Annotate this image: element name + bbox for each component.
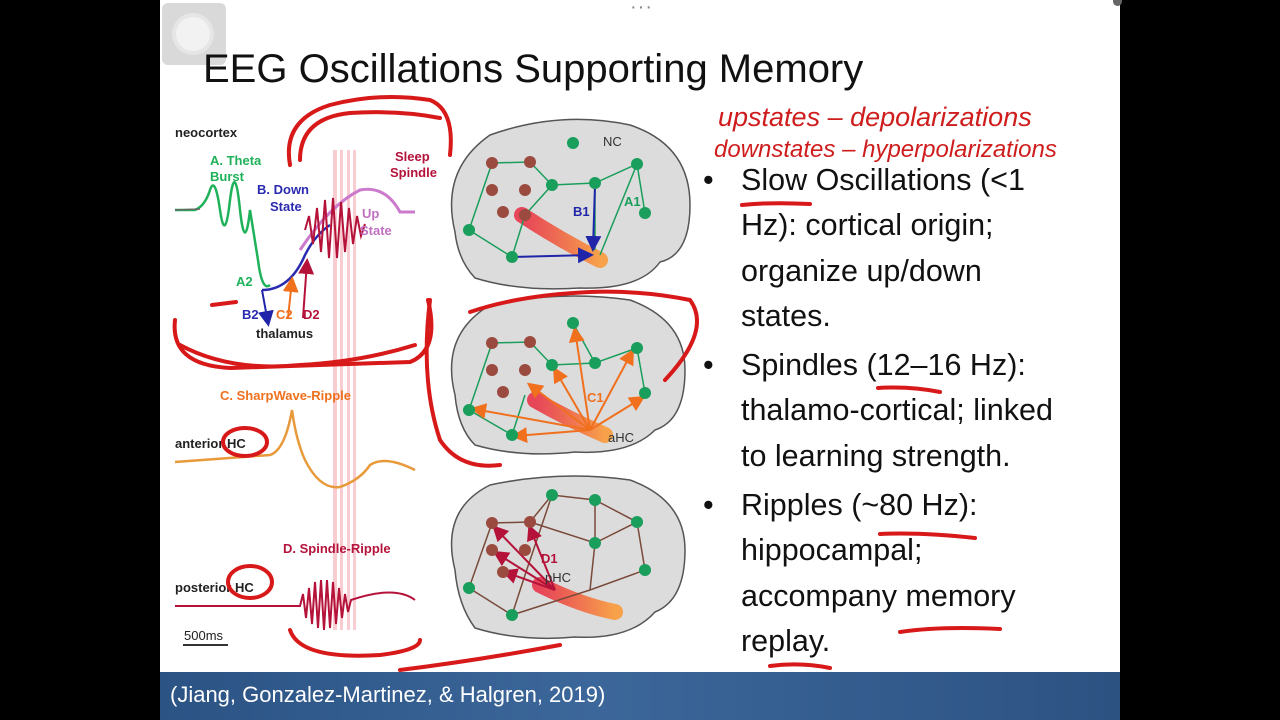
up-state-trace: [298, 187, 415, 251]
label-phc: pHC: [545, 570, 571, 585]
label-swr: C. SharpWave-Ripple: [220, 388, 351, 403]
label-anterior: anterior HC: [175, 436, 246, 451]
label-d2: D2: [303, 307, 320, 322]
label-a1: A1: [624, 194, 641, 209]
label-spindle-ripple: D. Spindle-Ripple: [283, 541, 391, 556]
label-sleep-a: Sleep: [395, 149, 430, 164]
label-b2: B2: [242, 307, 259, 322]
label-d1: D1: [541, 551, 558, 566]
circle-icon: [176, 17, 210, 51]
label-a2: A2: [236, 274, 253, 289]
citation: (Jiang, Gonzalez-Martinez, & Halgren, 20…: [170, 682, 606, 707]
label-c2: C2: [276, 307, 293, 322]
more-options-icon[interactable]: ···: [630, 0, 653, 18]
bullet-slow-oscillations: • Slow Oscillations (<1 Hz): cortical or…: [703, 158, 1123, 339]
label-neocortex: neocortex: [175, 125, 238, 140]
bullet-list: • Slow Oscillations (<1 Hz): cortical or…: [703, 158, 1123, 668]
label-b1: B1: [573, 204, 590, 219]
label-down-a: B. Down: [257, 182, 309, 197]
bullet-dot: •: [703, 163, 714, 197]
label-nc: NC: [603, 134, 622, 149]
footer-bar: [160, 672, 1120, 720]
timing-bands: [333, 150, 356, 630]
bullet-spindles: • Spindles (12–16 Hz): thalamo-cortical;…: [703, 343, 1123, 479]
handwritten-note-1: upstates – depolarizations: [718, 102, 1032, 132]
label-up-a: Up: [362, 206, 379, 221]
label-theta-b: Burst: [210, 169, 245, 184]
spindle-trace: [304, 197, 366, 259]
brain-panel-3: D1 pHC: [450, 475, 686, 640]
slide-title: EEG Oscillations Supporting Memory: [203, 47, 864, 91]
bullet-dot: •: [703, 348, 714, 383]
handwritten-note-2: downstates – hyperpolarizations: [714, 136, 1057, 163]
label-sleep-b: Spindle: [390, 165, 437, 180]
bullet-ripples: • Ripples (~80 Hz): hippocampal; accompa…: [703, 483, 1123, 664]
bullet-dot: •: [703, 488, 714, 523]
brain-panel-2: C1 aHC: [450, 295, 686, 455]
spindle-ripple-trace: [175, 579, 416, 631]
window-resize-handle[interactable]: [1113, 0, 1122, 6]
brain-panel-1: NC B1 A1: [450, 118, 691, 290]
label-theta-a: A. Theta: [210, 153, 262, 168]
label-scale: 500ms: [184, 628, 224, 643]
sharpwave-trace: [174, 409, 416, 489]
label-thalamus: thalamus: [256, 326, 313, 341]
label-up-b: State: [360, 223, 392, 238]
eeg-figure: neocortex A. Theta Burst B. Down State S…: [174, 118, 691, 646]
drag-handle[interactable]: [162, 3, 226, 65]
label-down-b: State: [270, 199, 302, 214]
label-ahc: aHC: [608, 430, 634, 445]
neocortex-trace: [175, 180, 271, 288]
label-c1: C1: [587, 390, 604, 405]
